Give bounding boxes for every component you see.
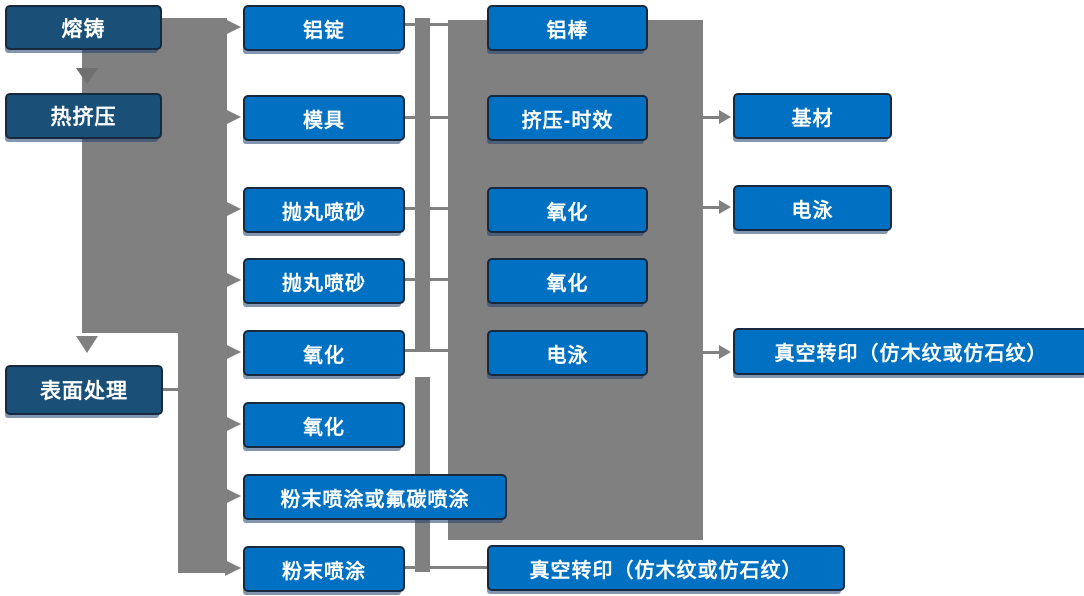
arrow-down-to-rejiya-icon — [76, 68, 98, 84]
arrow-to-dianyong-icon — [719, 200, 731, 214]
process-box-powder-or-fluorocarbon-coating: 粉末喷涂或氟碳喷涂 — [243, 474, 507, 520]
arrow-to-yanghua2-icon — [225, 416, 241, 432]
connector-line-bottom — [405, 566, 487, 569]
stage-box-hot-extrusion: 热挤压 — [5, 93, 162, 139]
arrow-to-paowan2-icon — [225, 272, 241, 288]
arrow-down-to-biaomianchuli-icon — [76, 336, 98, 353]
connector-line-surface-treatment — [163, 388, 178, 391]
arrow-to-muju-icon — [225, 109, 241, 125]
connector-line-row4 — [405, 278, 448, 281]
stage-box-melting: 熔铸 — [5, 5, 162, 50]
process-box-electrophoresis-2: 电泳 — [733, 185, 892, 231]
arrow-to-fenmo2-icon — [225, 560, 241, 576]
arrow-to-fenmo1-icon — [225, 488, 241, 504]
arrow-to-paowan1-icon — [225, 201, 241, 217]
process-box-oxidation-3: 氧化 — [487, 187, 648, 233]
connector-line-row1 — [405, 23, 448, 26]
process-box-oxidation-1: 氧化 — [243, 330, 405, 376]
arrow-stem-dianyong — [703, 206, 721, 209]
connector-line-row2 — [405, 116, 448, 119]
process-box-electrophoresis-1: 电泳 — [487, 330, 648, 376]
stage-box-surface-treatment: 表面处理 — [5, 365, 163, 415]
arrow-to-jicai-icon — [719, 110, 731, 124]
connector-line-row3 — [405, 207, 448, 210]
process-box-base-material: 基材 — [733, 93, 892, 139]
arrow-stem-zhenkong — [703, 351, 721, 354]
connector-left-band-lower — [178, 333, 227, 573]
process-box-oxidation-4: 氧化 — [487, 258, 648, 304]
arrow-stem-jicai — [703, 116, 721, 119]
process-box-powder-coating: 粉末喷涂 — [243, 546, 405, 592]
process-box-aluminum-rod: 铝棒 — [487, 5, 648, 51]
process-box-shot-blasting-1: 抛丸喷砂 — [243, 187, 405, 233]
arrow-to-lvding-icon — [225, 19, 241, 35]
connector-left-band-wide — [82, 18, 227, 333]
process-box-vacuum-transfer-bottom: 真空转印（仿木纹或仿石纹） — [487, 545, 845, 591]
process-box-shot-blasting-2: 抛丸喷砂 — [243, 258, 405, 304]
process-box-mold: 模具 — [243, 95, 405, 141]
process-box-oxidation-2: 氧化 — [243, 402, 405, 448]
arrow-to-yanghua1-icon — [225, 344, 241, 360]
connector-line-row5 — [405, 349, 448, 352]
arrow-to-zhenkong-icon — [719, 345, 731, 359]
process-box-vacuum-transfer-right: 真空转印（仿木纹或仿石纹） — [733, 328, 1084, 375]
process-box-aluminum-ingot: 铝锭 — [243, 5, 405, 51]
connector-mid-bar-upper — [415, 18, 430, 352]
process-box-extrusion-aging: 挤压-时效 — [487, 95, 648, 141]
